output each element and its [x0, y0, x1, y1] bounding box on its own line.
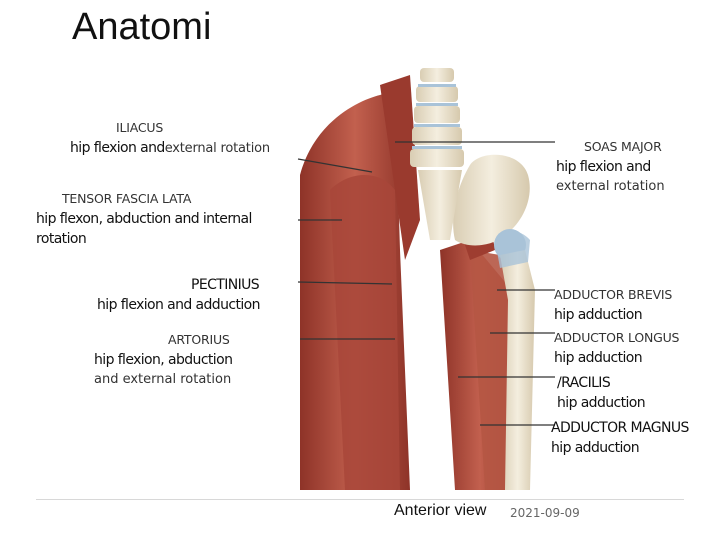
adductor-longus-desc: hip adduction — [554, 350, 643, 366]
tensor-fascia-lata-desc-1: hip flexon, abduction and internal — [36, 211, 252, 227]
label-psoas-major: SOAS MAJOR hip flexion and external rota… — [556, 137, 665, 197]
sartorius-name: ARTORIUS — [168, 332, 230, 347]
iliacus-desc-cont: external rotation — [164, 141, 270, 156]
label-adductor-longus: ADDUCTOR LONGUS hip adduction — [554, 328, 679, 368]
page-title: Anatomi — [72, 6, 212, 48]
label-sartorius: ARTORIUS hip flexion, abduction and exte… — [94, 330, 233, 390]
label-gracilis: /RACILIS hip adduction — [557, 373, 646, 413]
leader-lines — [297, 141, 555, 426]
label-iliacus: ILIACUS hip flexion andexternal rotation — [70, 118, 270, 159]
iliacus-desc: hip flexion andexternal rotation — [70, 138, 270, 159]
label-adductor-brevis: ADDUCTOR BREVIS hip adduction — [554, 285, 672, 325]
psoas-major-desc-2: external rotation — [556, 179, 665, 194]
gracilis-desc: hip adduction — [557, 395, 646, 411]
footer-divider — [36, 499, 684, 500]
pectinius-desc: hip flexion and adduction — [97, 297, 260, 313]
figure-caption: Anterior view — [394, 502, 487, 519]
bone-group — [410, 68, 535, 490]
psoas-major-name: SOAS MAJOR — [584, 139, 662, 154]
label-adductor-magnus: ADDUCTOR MAGNUS hip adduction — [551, 418, 689, 458]
adductor-magnus-desc: hip adduction — [551, 440, 640, 456]
adductor-longus-name: ADDUCTOR LONGUS — [554, 330, 680, 345]
sartorius-desc-2: and external rotation — [94, 372, 232, 387]
pectinius-name: PECTINIUS — [191, 277, 260, 293]
date-label: 2021-09-09 — [510, 506, 580, 520]
iliacus-desc-primary: hip flexion and — [70, 140, 165, 156]
adductor-brevis-desc: hip adduction — [554, 307, 643, 323]
label-tensor-fascia-lata: TENSOR FASCIA LATA hip flexon, abduction… — [36, 189, 252, 249]
tensor-fascia-lata-name: TENSOR FASCIA LATA — [62, 191, 192, 206]
psoas-major-desc-1: hip flexion and — [556, 159, 651, 175]
adductor-magnus-name: ADDUCTOR MAGNUS — [551, 420, 689, 436]
label-pectinius: PECTINIUS hip flexion and adduction — [97, 275, 260, 315]
tensor-fascia-lata-desc-2: rotation — [36, 231, 87, 247]
iliacus-name: ILIACUS — [116, 120, 164, 135]
gracilis-name: /RACILIS — [557, 375, 611, 391]
sartorius-desc-1: hip flexion, abduction — [94, 352, 233, 368]
adductor-brevis-name: ADDUCTOR BREVIS — [554, 287, 673, 302]
